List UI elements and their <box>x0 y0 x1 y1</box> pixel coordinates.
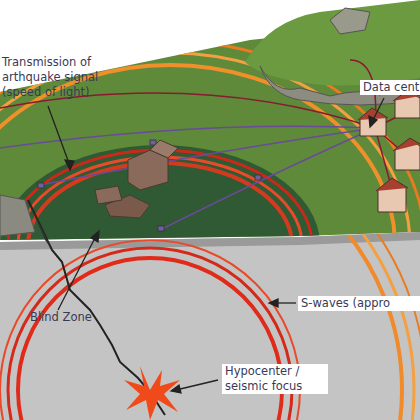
callout-label: Hypocenter / seismic focus <box>222 364 328 394</box>
transmission-lines <box>0 126 375 230</box>
body-waves <box>0 114 420 420</box>
surface-waves <box>0 41 420 420</box>
collapsed-buildings <box>95 140 178 218</box>
hypocenter-star <box>124 366 180 420</box>
callout-label: S-waves (appro <box>298 296 420 311</box>
sensors <box>38 140 261 231</box>
callout-label: Transmission of arthquake signal (speed … <box>2 55 114 100</box>
houses <box>358 90 420 212</box>
callout-label: Data cent <box>360 80 420 95</box>
left-cliff <box>0 195 35 236</box>
leader-lines <box>48 98 384 393</box>
callout-label: Blind Zone <box>30 310 120 325</box>
hill <box>245 0 420 86</box>
